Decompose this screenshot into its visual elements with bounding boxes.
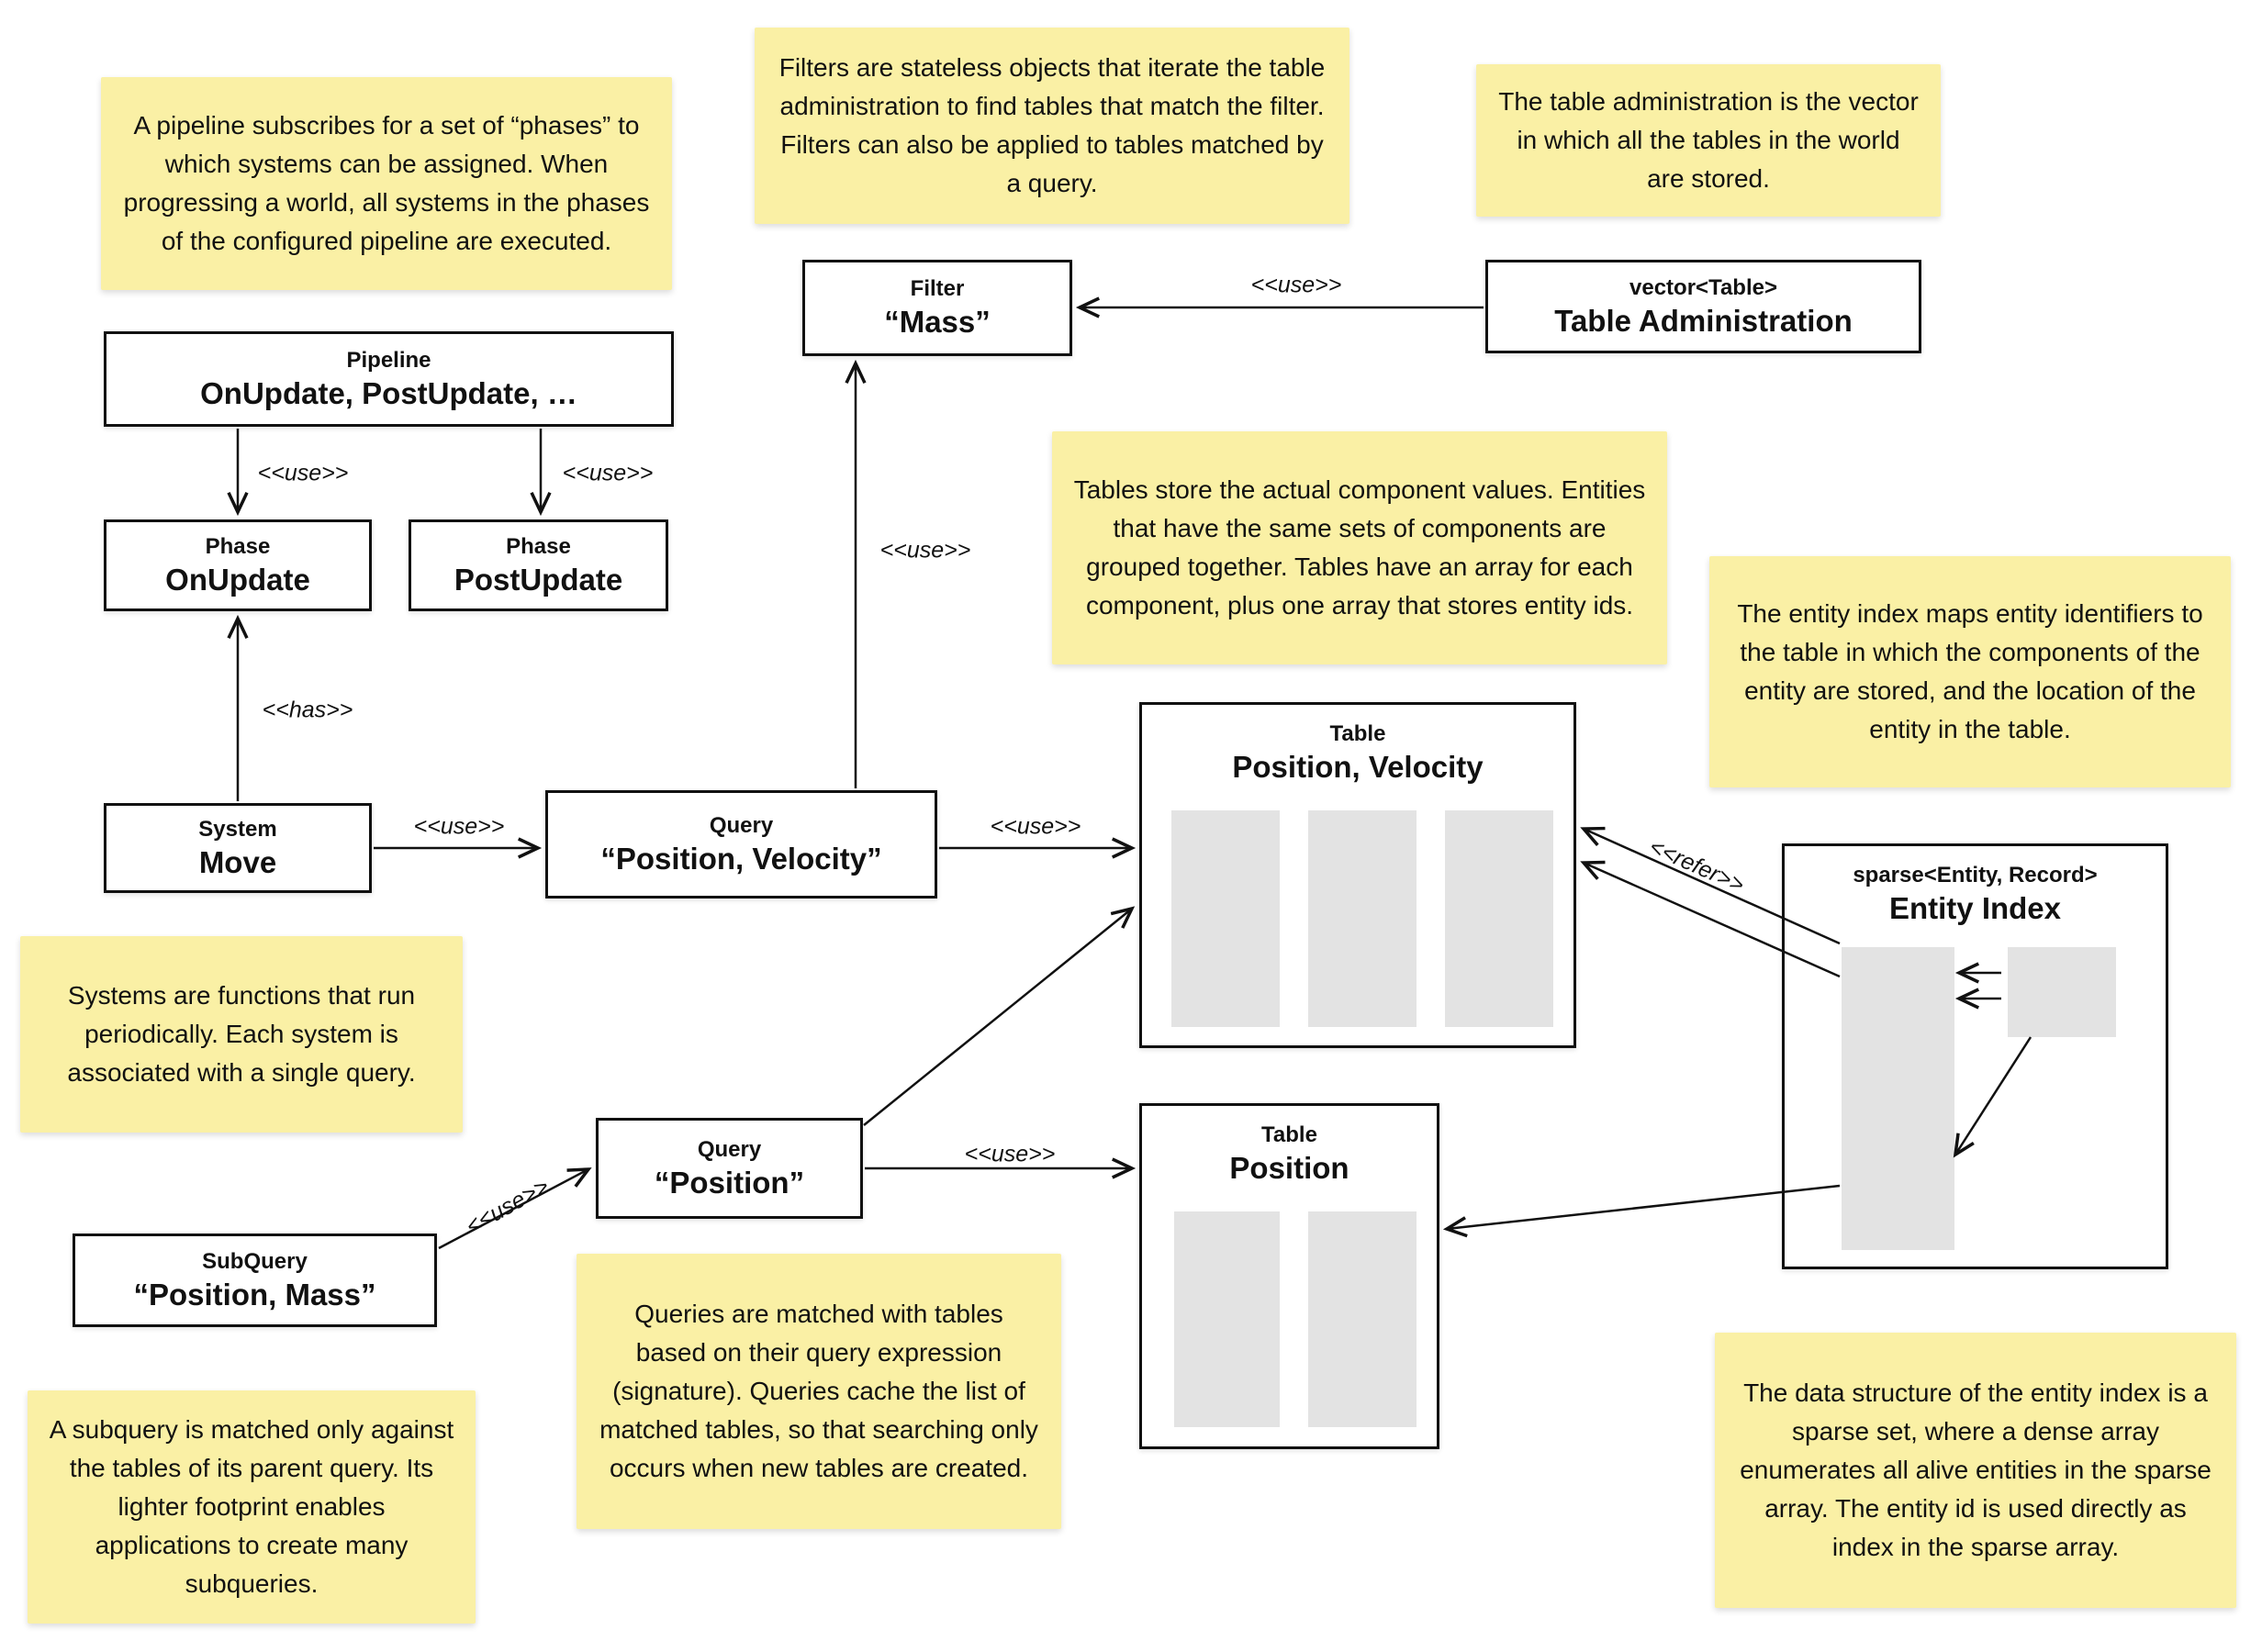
node-query-position-name: “Position” xyxy=(654,1165,805,1200)
component-array-1 xyxy=(1171,810,1280,1027)
node-table-position: Table Position xyxy=(1139,1103,1439,1449)
note-tables-text: Tables store the actual component values… xyxy=(1073,475,1646,620)
note-filters-text: Filters are stateless objects that itera… xyxy=(778,53,1326,197)
node-system-move-name: Move xyxy=(198,844,277,879)
node-table-position-velocity-name: Position, Velocity xyxy=(1232,750,1484,785)
note-systems: Systems are functions that run periodica… xyxy=(20,936,463,1133)
edge-label-has-move-onupdate: <<has>> xyxy=(262,697,353,723)
note-filters: Filters are stateless objects that itera… xyxy=(755,28,1349,224)
note-queries: Queries are matched with tables based on… xyxy=(577,1254,1061,1529)
note-queries-text: Queries are matched with tables based on… xyxy=(599,1300,1038,1482)
node-query-position-velocity: Query “Position, Velocity” xyxy=(545,790,937,899)
node-entity-index-type: sparse<Entity, Record> xyxy=(1853,863,2098,887)
edge-label-use-query-tablepv: <<use>> xyxy=(990,813,1081,840)
node-pipeline-type: Pipeline xyxy=(346,347,431,373)
node-query-position-velocity-type: Query xyxy=(709,812,774,838)
node-pipeline: Pipeline OnUpdate, PostUpdate, … xyxy=(104,331,674,427)
node-filter-mass-name: “Mass” xyxy=(884,305,991,340)
node-query-position: Query “Position” xyxy=(596,1118,863,1219)
edge-entityindex-tablepos xyxy=(1442,1184,1841,1238)
node-table-position-velocity-type: Table xyxy=(1329,721,1386,746)
edge-querypos-tablepv xyxy=(863,906,1136,1126)
note-entity-index: The entity index maps entity identifiers… xyxy=(1709,556,2231,787)
node-table-administration: vector<Table> Table Administration xyxy=(1485,260,1921,353)
node-filter-mass: Filter “Mass” xyxy=(802,260,1072,356)
node-query-position-type: Query xyxy=(697,1136,762,1162)
node-table-position-name: Position xyxy=(1229,1151,1349,1186)
note-systems-text: Systems are functions that run periodica… xyxy=(67,981,416,1087)
node-pipeline-name: OnUpdate, PostUpdate, … xyxy=(200,375,577,410)
note-pipeline: A pipeline subscribes for a set of “phas… xyxy=(101,77,672,290)
note-subquery: A subquery is matched only against the t… xyxy=(28,1390,476,1624)
note-tables: Tables store the actual component values… xyxy=(1052,431,1667,664)
note-subquery-text: A subquery is matched only against the t… xyxy=(49,1415,454,1598)
node-system-move-type: System xyxy=(198,816,277,842)
note-sparse-set: The data structure of the entity index i… xyxy=(1715,1333,2236,1608)
edge-label-use-move-query: <<use>> xyxy=(413,813,505,840)
node-phase-postupdate-type: Phase xyxy=(506,533,571,559)
node-table-administration-type: vector<Table> xyxy=(1629,274,1777,300)
sparse-array xyxy=(1842,947,1954,1250)
node-table-administration-name: Table Administration xyxy=(1554,303,1853,338)
node-entity-index-name: Entity Index xyxy=(1888,891,2062,926)
node-phase-postupdate-name: PostUpdate xyxy=(454,562,623,597)
node-subquery-name: “Position, Mass” xyxy=(133,1277,376,1312)
edge-label-use-query-filter: <<use>> xyxy=(879,537,971,564)
edge-label-refer-entityindex-table: <<refer>> xyxy=(1645,833,1749,899)
edge-label-use-tableadmin-filter: <<use>> xyxy=(1250,272,1342,298)
node-entity-index: sparse<Entity, Record> Entity Index xyxy=(1782,843,2168,1269)
component-array-1 xyxy=(1174,1211,1280,1427)
note-entity-index-text: The entity index maps entity identifiers… xyxy=(1737,599,2203,743)
note-table-administration-text: The table administration is the vector i… xyxy=(1498,87,1919,193)
edge-label-use-querypos-tablepos: <<use>> xyxy=(964,1141,1056,1167)
node-system-move: System Move xyxy=(104,803,372,893)
node-phase-onupdate-name: OnUpdate xyxy=(165,562,310,597)
node-query-position-velocity-name: “Position, Velocity” xyxy=(600,841,882,876)
note-pipeline-text: A pipeline subscribes for a set of “phas… xyxy=(123,111,650,255)
node-table-position-velocity: Table Position, Velocity xyxy=(1139,702,1576,1048)
node-filter-mass-type: Filter xyxy=(910,276,965,302)
edge-label-use-pipeline-postupdate: <<use>> xyxy=(562,460,654,486)
node-phase-postupdate: Phase PostUpdate xyxy=(409,519,668,611)
edge-label-use-subquery-querypos: <<use>> xyxy=(461,1173,554,1240)
node-subquery: SubQuery “Position, Mass” xyxy=(73,1233,437,1327)
node-phase-onupdate: Phase OnUpdate xyxy=(104,519,372,611)
edge-label-use-pipeline-onupdate: <<use>> xyxy=(257,460,349,486)
node-table-position-type: Table xyxy=(1261,1122,1317,1147)
dense-array xyxy=(2008,947,2116,1037)
component-array-3 xyxy=(1445,810,1553,1027)
component-array-2 xyxy=(1308,1211,1417,1427)
note-table-administration: The table administration is the vector i… xyxy=(1476,64,1941,217)
node-subquery-type: SubQuery xyxy=(202,1248,308,1274)
note-sparse-set-text: The data structure of the entity index i… xyxy=(1740,1379,2212,1561)
component-array-2 xyxy=(1308,810,1417,1027)
node-phase-onupdate-type: Phase xyxy=(205,533,271,559)
